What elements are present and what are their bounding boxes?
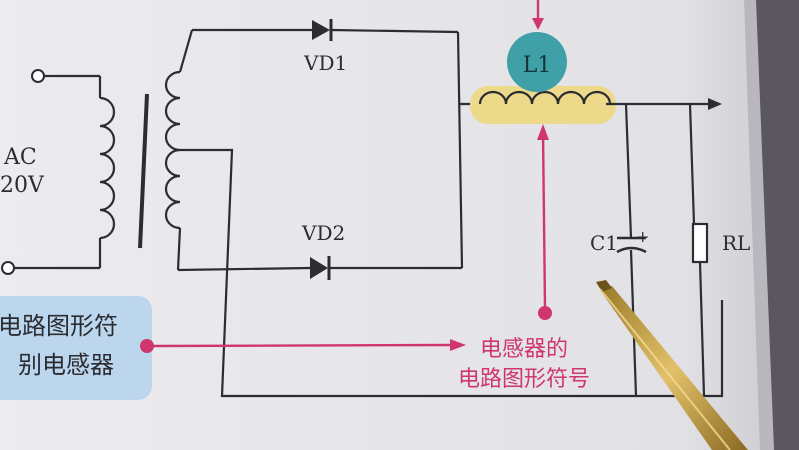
l1-label: L1: [523, 53, 552, 78]
page-edge: [744, 0, 774, 450]
transformer-secondary: [164, 29, 724, 398]
transformer-primary: [98, 76, 116, 268]
top-pink-arrow-icon: [532, 18, 544, 30]
c1-plate-bottom: [616, 246, 647, 254]
callout-dot: [538, 306, 552, 320]
left-callout-dot: [140, 339, 154, 353]
vd2-diode-icon: [310, 257, 328, 279]
pen: [596, 280, 748, 450]
c1-label: C1: [590, 231, 618, 255]
rl-label: RL: [722, 231, 750, 255]
book-edge: [752, 0, 799, 450]
callout-left-line2: 别电感器: [18, 351, 114, 379]
ac-terminals: [1, 69, 100, 275]
output-arrow-icon: [708, 98, 722, 110]
vd1-label: VD1: [303, 51, 347, 75]
left-callout-box: [0, 296, 152, 400]
rl-branch: [688, 103, 709, 397]
vd1-diode-icon: [312, 20, 330, 40]
c1-polarity: +: [636, 227, 649, 246]
rl-resistor-icon: [691, 222, 709, 264]
left-pointer-arrow-icon: [450, 339, 466, 351]
callout-center-line1: 电感器的: [480, 337, 568, 362]
ac-label: AC: [3, 145, 37, 170]
callout-left-line1: 电路图形符: [0, 312, 118, 340]
voltage-label: 20V: [0, 173, 45, 198]
vd2-branch: [177, 256, 462, 280]
transformer-core: [138, 93, 149, 249]
l1-badge: [507, 32, 567, 92]
callout-center-line2: 电路图形符号: [458, 367, 590, 392]
vd1-branch: [192, 19, 464, 269]
inductor-l1-icon: [478, 90, 612, 105]
inductor-pointer-arrow-icon: [537, 124, 549, 140]
vd2-label: VD2: [301, 221, 345, 245]
